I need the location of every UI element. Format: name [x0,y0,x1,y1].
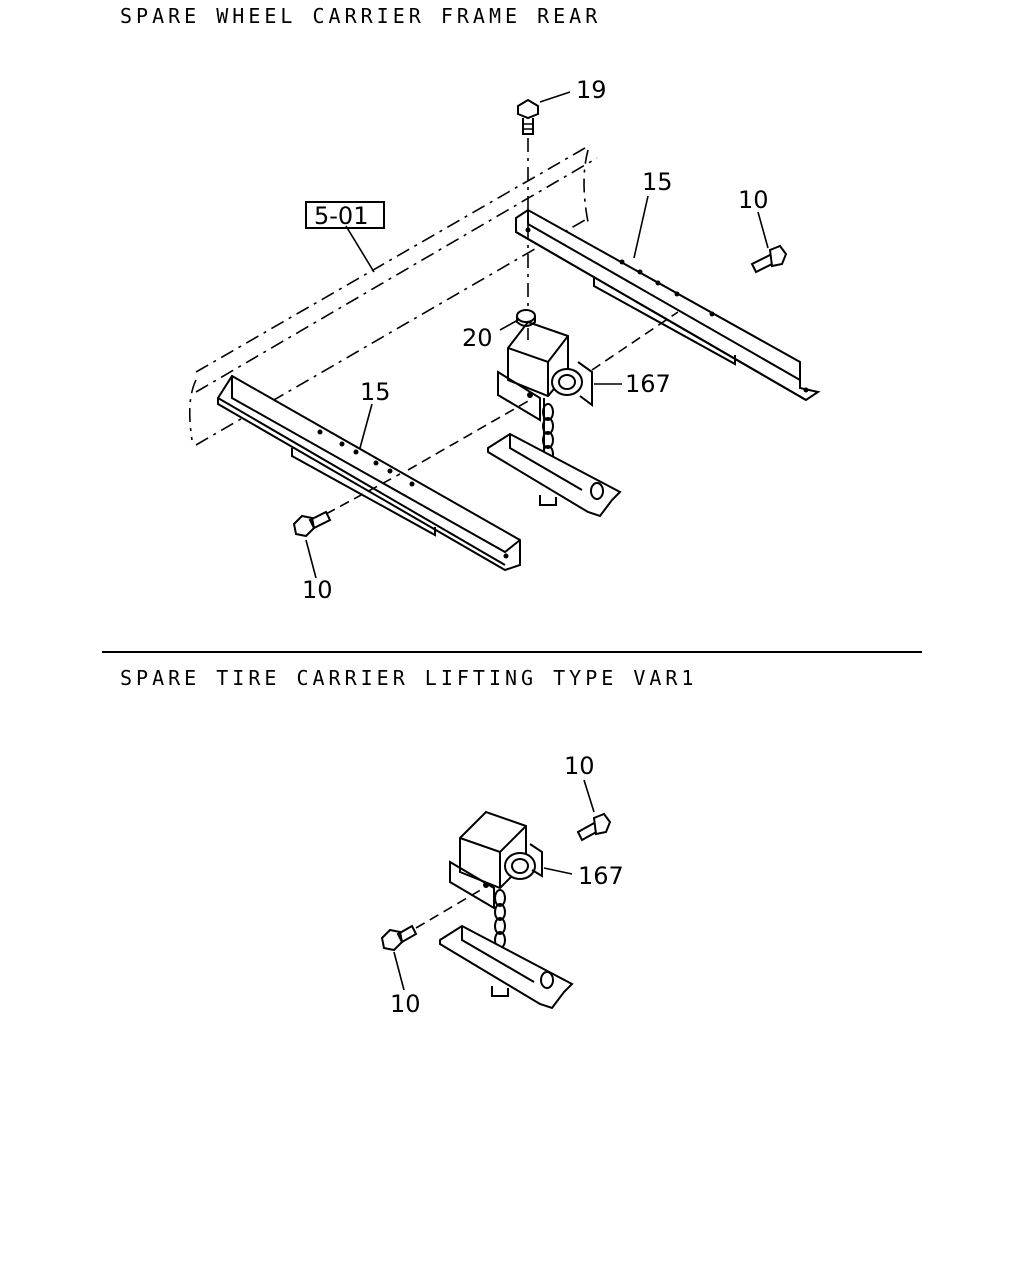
center-lines-top [325,138,679,515]
section-title-lifting-type: SPARE TIRE CARRIER LIFTING TYPE VAR1 [120,666,698,690]
callout-15-right: 15 [642,168,673,196]
callout-19: 19 [576,76,607,104]
bolt-10-left [292,510,332,538]
callout-ref-5-01: 5-01 [314,202,368,230]
callout-20: 20 [462,324,493,352]
bolt-10-bottom [380,924,418,952]
callout-10-top: 10 [564,752,595,780]
bolt-10-right [750,244,788,274]
callout-10-bottom: 10 [390,990,421,1018]
section-divider [102,651,922,653]
carrier-frame-right [515,208,821,402]
lifting-chain-bottom [494,889,506,949]
carrier-frame-left [217,374,521,572]
callout-10-left: 10 [302,576,333,604]
callout-167-bottom: 167 [578,862,624,890]
callout-167: 167 [625,370,671,398]
bolt-10-top [576,812,612,842]
reference-box [305,201,385,229]
center-line-bottom [415,887,485,929]
winch-assembly-top [487,320,622,518]
section-title-frame-rear: SPARE WHEEL CARRIER FRAME REAR [120,4,602,28]
winch-assembly-bottom [439,810,574,1010]
callout-15-left: 15 [360,378,391,406]
leader-lines-top [305,91,769,579]
bolt-19 [517,98,539,135]
callout-10-right: 10 [738,186,769,214]
frame-rail-phantom [188,147,598,446]
nut-20 [516,309,536,327]
leader-lines-bottom [393,779,595,991]
